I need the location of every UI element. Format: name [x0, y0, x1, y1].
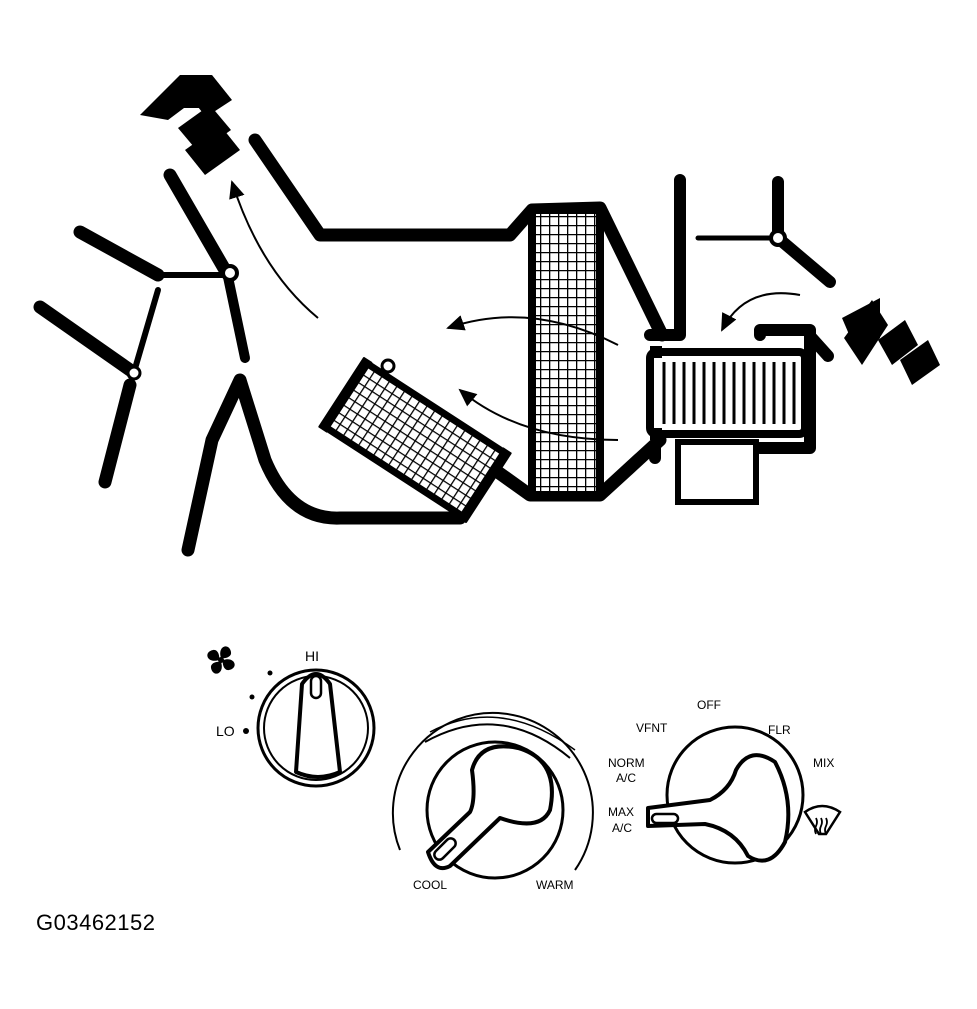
- evaporator-core: [528, 206, 604, 499]
- defrost-door: [163, 168, 250, 363]
- temperature-knob-group: COOL WARM: [391, 711, 594, 892]
- fan-icon: [207, 646, 235, 674]
- control-panel: HI LO COOL WARM OFF VFNT FLR MIX: [207, 646, 842, 892]
- fan-label-lo: LO: [216, 723, 235, 739]
- temp-label-warm: WARM: [536, 878, 574, 892]
- airflow-arrow-lower: [458, 388, 619, 441]
- mode-label-vent: VFNT: [636, 721, 668, 735]
- housing-upper-wall: [248, 133, 669, 342]
- housing-lower-wall: [181, 373, 467, 557]
- temp-label-cool: COOL: [413, 878, 447, 892]
- recirc-door: [695, 176, 836, 288]
- fan-speed-knob-group: HI LO: [207, 646, 376, 788]
- airflow-arrow-middle: [446, 315, 619, 346]
- mode-knob-group: OFF VFNT FLR MIX NORM A/C MAX A/C: [608, 698, 842, 865]
- mode-door-linkage: [33, 225, 225, 489]
- mode-label-norm-line1: NORM: [608, 756, 645, 770]
- mode-label-max-line2: A/C: [612, 821, 632, 835]
- defrost-icon: [803, 804, 842, 836]
- airflow-schematic: [33, 75, 940, 557]
- mode-label-flr: FLR: [768, 723, 791, 737]
- mode-label-mix: MIX: [813, 756, 834, 770]
- mode-label-max-line1: MAX: [608, 805, 634, 819]
- airflow-arrow-intake: [721, 292, 801, 332]
- mode-label-norm-line2: A/C: [616, 771, 636, 785]
- mode-knob-pointer[interactable]: [646, 753, 791, 863]
- blower-wheel: [646, 346, 809, 440]
- fan-knob-pointer[interactable]: [294, 672, 342, 779]
- figure-id: G03462152: [36, 910, 156, 935]
- outlet-airflow-arrow: [140, 75, 240, 175]
- temp-knob-pointer[interactable]: [426, 744, 554, 871]
- fan-label-hi: HI: [305, 648, 319, 664]
- airflow-arrow-upper: [229, 180, 319, 319]
- blower-motor: [675, 439, 759, 505]
- heater-core: [318, 356, 512, 524]
- mode-label-off: OFF: [697, 698, 721, 712]
- blend-door-pivot: [380, 358, 396, 374]
- intake-airflow-arrow: [842, 298, 940, 385]
